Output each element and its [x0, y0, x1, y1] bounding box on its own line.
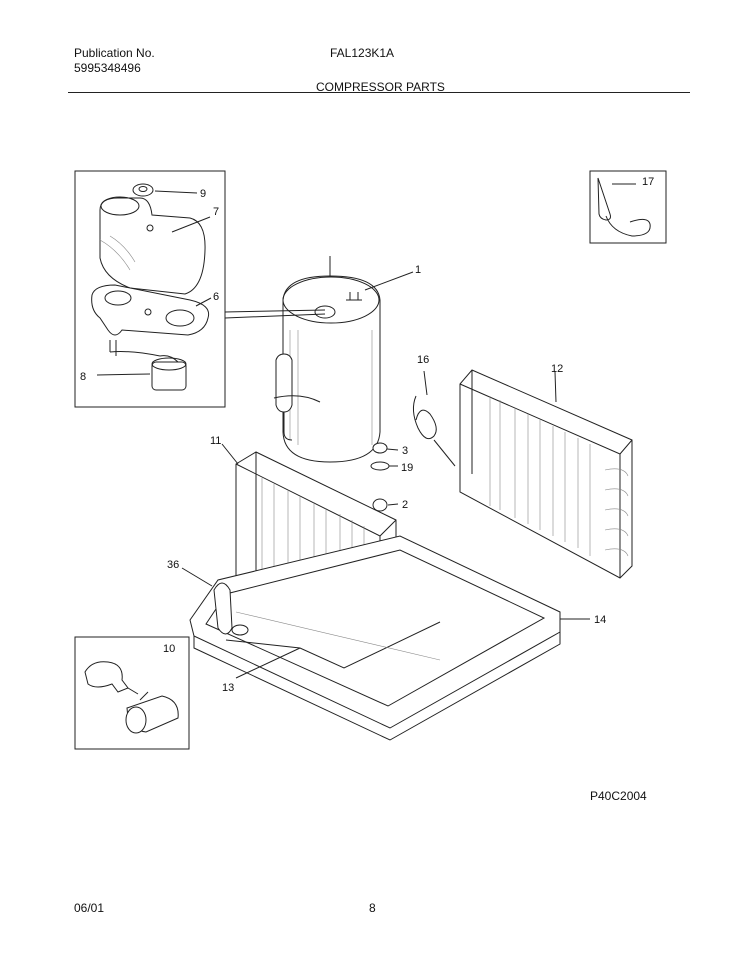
sensor-bulb-part: [597, 177, 651, 237]
callout-10: 10: [163, 643, 175, 655]
publication-label: Publication No.: [74, 46, 155, 60]
callout-6: 6: [213, 291, 219, 303]
inset-box-capacitor: [74, 636, 190, 750]
compressor-part: [273, 256, 381, 463]
callout-17: 17: [642, 176, 654, 188]
capacitor-strap-part: [84, 661, 139, 695]
callout-8: 8: [80, 371, 86, 383]
grommet-part: [370, 442, 390, 512]
inset-box-thermistor: [589, 170, 667, 244]
publication-number: 5995348496: [74, 61, 141, 75]
relay-part: [109, 340, 187, 391]
overload-cap-part: [132, 183, 154, 197]
callout-19: 19: [401, 462, 413, 474]
callout-13: 13: [222, 682, 234, 694]
header-rule: [68, 92, 690, 93]
callout-1: 1: [415, 264, 421, 276]
callout-7: 7: [213, 206, 219, 218]
capacitor-part: [125, 691, 179, 734]
terminal-cover-part: [99, 196, 206, 295]
callout-9: 9: [200, 188, 206, 200]
cleanout-bracket-part: [213, 582, 249, 636]
leader-lines: [96, 183, 636, 679]
callout-12: 12: [551, 363, 563, 375]
footer-date: 06/01: [74, 901, 105, 915]
section-title: COMPRESSOR PARTS: [316, 80, 445, 94]
callout-3: 3: [402, 445, 408, 457]
capillary-coil-part: [412, 395, 456, 467]
callout-16: 16: [417, 354, 429, 366]
condenser-coil-part: [459, 369, 633, 579]
callout-11: 11: [210, 435, 221, 447]
gasket-part: [91, 284, 210, 336]
page-number: 8: [369, 901, 376, 915]
callout-14: 14: [594, 614, 606, 626]
figure-code: P40C2004: [590, 789, 647, 803]
callout-36: 36: [167, 559, 179, 571]
inset-box-cover-group: [74, 170, 226, 408]
callout-2: 2: [402, 499, 408, 511]
model-number: FAL123K1A: [330, 46, 395, 60]
